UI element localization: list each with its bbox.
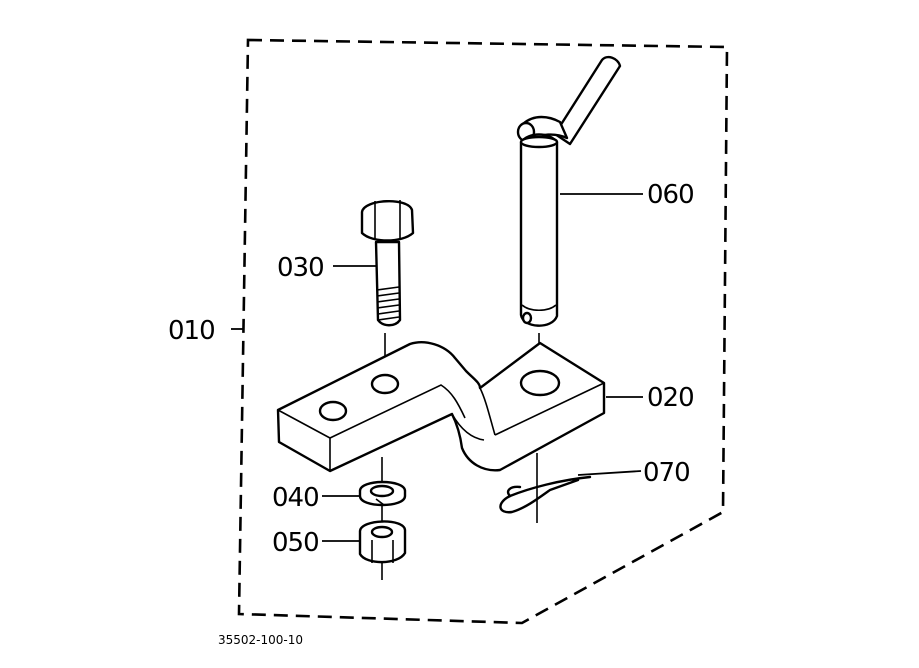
part-020-bracket xyxy=(276,341,606,473)
leader-070 xyxy=(577,470,642,476)
callout-070: 070 xyxy=(643,458,690,488)
part-040-spring-washer xyxy=(358,480,407,507)
callout-020: 020 xyxy=(647,383,694,413)
callout-010: 010 xyxy=(168,316,215,346)
callout-060: 060 xyxy=(647,180,694,210)
part-050-hex-nut xyxy=(358,520,407,564)
drawing-number: 35502-100-10 xyxy=(218,633,303,647)
part-070-r-clip xyxy=(499,475,592,514)
callout-050: 050 xyxy=(272,528,319,558)
callout-040: 040 xyxy=(272,483,319,513)
assembly-boundary xyxy=(237,38,729,625)
part-030-hex-bolt xyxy=(360,200,415,327)
part-060-handle-pin xyxy=(516,55,622,327)
callout-030: 030 xyxy=(277,253,324,283)
